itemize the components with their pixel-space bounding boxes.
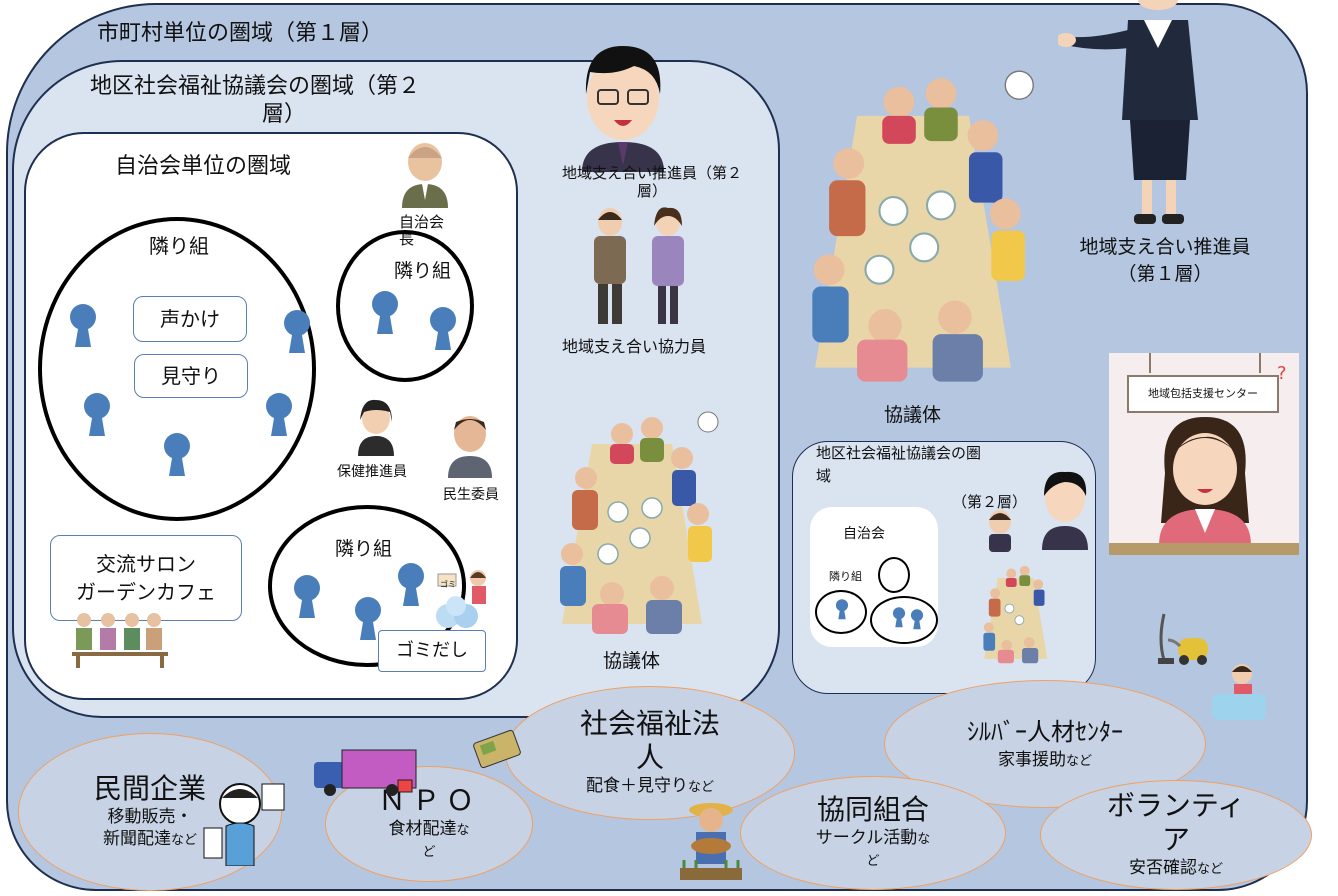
layer2-title-line1: 地区社会福祉協議会の圏域（第２ xyxy=(90,74,421,99)
welfare-commissioner-figure-icon xyxy=(448,416,492,478)
person-pin-icon xyxy=(355,597,381,640)
council-bottom-label: 協議体 xyxy=(603,650,661,672)
tonari-bottom-label: 隣り組 xyxy=(335,538,393,560)
mini-title-line2: 域 xyxy=(816,467,832,485)
promoter-layer1-figure-icon xyxy=(1058,0,1198,224)
mini-cooperator-icon xyxy=(989,510,1011,552)
mimamori-box: 見守り xyxy=(134,354,248,398)
mini-tonari-label: 隣り組 xyxy=(829,570,862,583)
person-pin-icon xyxy=(910,609,924,630)
tonari-big-circle xyxy=(38,217,316,521)
minsei-label: 民生委員 xyxy=(443,487,499,503)
mini-tonari-circle xyxy=(870,596,938,644)
council-meeting-icon xyxy=(560,411,719,634)
center-sign: 地域包括支援センター xyxy=(1127,375,1279,413)
council-meeting-icon xyxy=(812,70,1034,382)
newspaper-deliverer-icon xyxy=(203,783,285,866)
person-pin-icon xyxy=(164,433,190,476)
community-center-illustration: 地域包括支援センター ? xyxy=(1109,353,1299,555)
jichikai-title: 自治会単位の圏域 xyxy=(115,154,292,179)
council-top-label: 協議体 xyxy=(884,404,942,426)
layer2-title-line2: 層） xyxy=(262,102,307,127)
person-pin-icon xyxy=(372,291,398,334)
cooperator-woman-icon xyxy=(652,207,684,324)
bento-box-icon xyxy=(473,729,521,769)
farmer-icon xyxy=(680,803,742,880)
person-pin-icon xyxy=(430,307,456,350)
promoter-layer2-label: 地域支え合い推進員（第２ 層） xyxy=(561,164,742,200)
tonari-small-label: 隣り組 xyxy=(394,260,452,282)
mini-jichikai-label: 自治会 xyxy=(843,526,885,542)
mini-title-line1: 地区社会福祉協議会の圏 xyxy=(816,444,982,462)
garbage-helper-icon xyxy=(436,570,486,628)
health-promoter-figure-icon xyxy=(358,399,394,456)
person-pin-icon xyxy=(398,563,424,606)
promoter-layer1-label: 地域支え合い推進員 （第１層） xyxy=(1079,236,1251,285)
hoken-label: 保健推進員 xyxy=(337,464,407,480)
chief-figure-icon xyxy=(402,143,448,208)
cooperator-label: 地域支え合い協力員 xyxy=(562,337,707,356)
person-pin-icon xyxy=(84,393,110,436)
person-pin-icon xyxy=(266,393,292,436)
center-sign-mark: ? xyxy=(1277,363,1287,384)
person-pin-icon xyxy=(294,575,320,618)
layer1-title: 市町村単位の圏域（第１層） xyxy=(97,21,384,46)
mini-promoter-icon xyxy=(1042,471,1088,550)
mini-tonari-circle xyxy=(878,557,910,593)
gomi-box: ゴミだし xyxy=(378,630,486,672)
vacuum-cleaner-icon xyxy=(1158,613,1208,665)
person-pin-icon xyxy=(835,599,849,620)
delivery-truck-icon xyxy=(314,749,417,796)
tonari-bottom-circle xyxy=(268,505,466,667)
gomi-tag: ゴミ xyxy=(440,580,456,589)
mini-layer-label: （第２層） xyxy=(952,493,1028,511)
salon-seniors-icon xyxy=(72,613,168,668)
tonari-big-label: 隣り組 xyxy=(149,234,209,258)
promoter-layer2-figure-icon xyxy=(582,46,664,172)
cooperative-ellipse: 協同組合 サークル活動な ど xyxy=(740,776,1006,890)
mini-tonari-circle xyxy=(815,590,867,634)
person-pin-icon xyxy=(284,310,310,353)
social-welfare-corp-ellipse: 社会福祉法 人 配食＋見守りなど xyxy=(505,686,795,820)
salon-box: 交流サロン ガーデンカフェ xyxy=(50,535,242,621)
bath-helper-icon xyxy=(1212,664,1266,720)
mini-council-icon xyxy=(983,565,1048,664)
tonari-small-circle xyxy=(336,230,474,382)
person-pin-icon xyxy=(70,304,96,347)
volunteer-ellipse: ボランティ ア 安否確認など xyxy=(1040,780,1312,890)
person-pin-icon xyxy=(892,607,906,628)
koekake-box: 声かけ xyxy=(133,296,247,342)
receptionist-icon xyxy=(1159,417,1251,545)
cooperator-man-icon xyxy=(594,208,626,324)
